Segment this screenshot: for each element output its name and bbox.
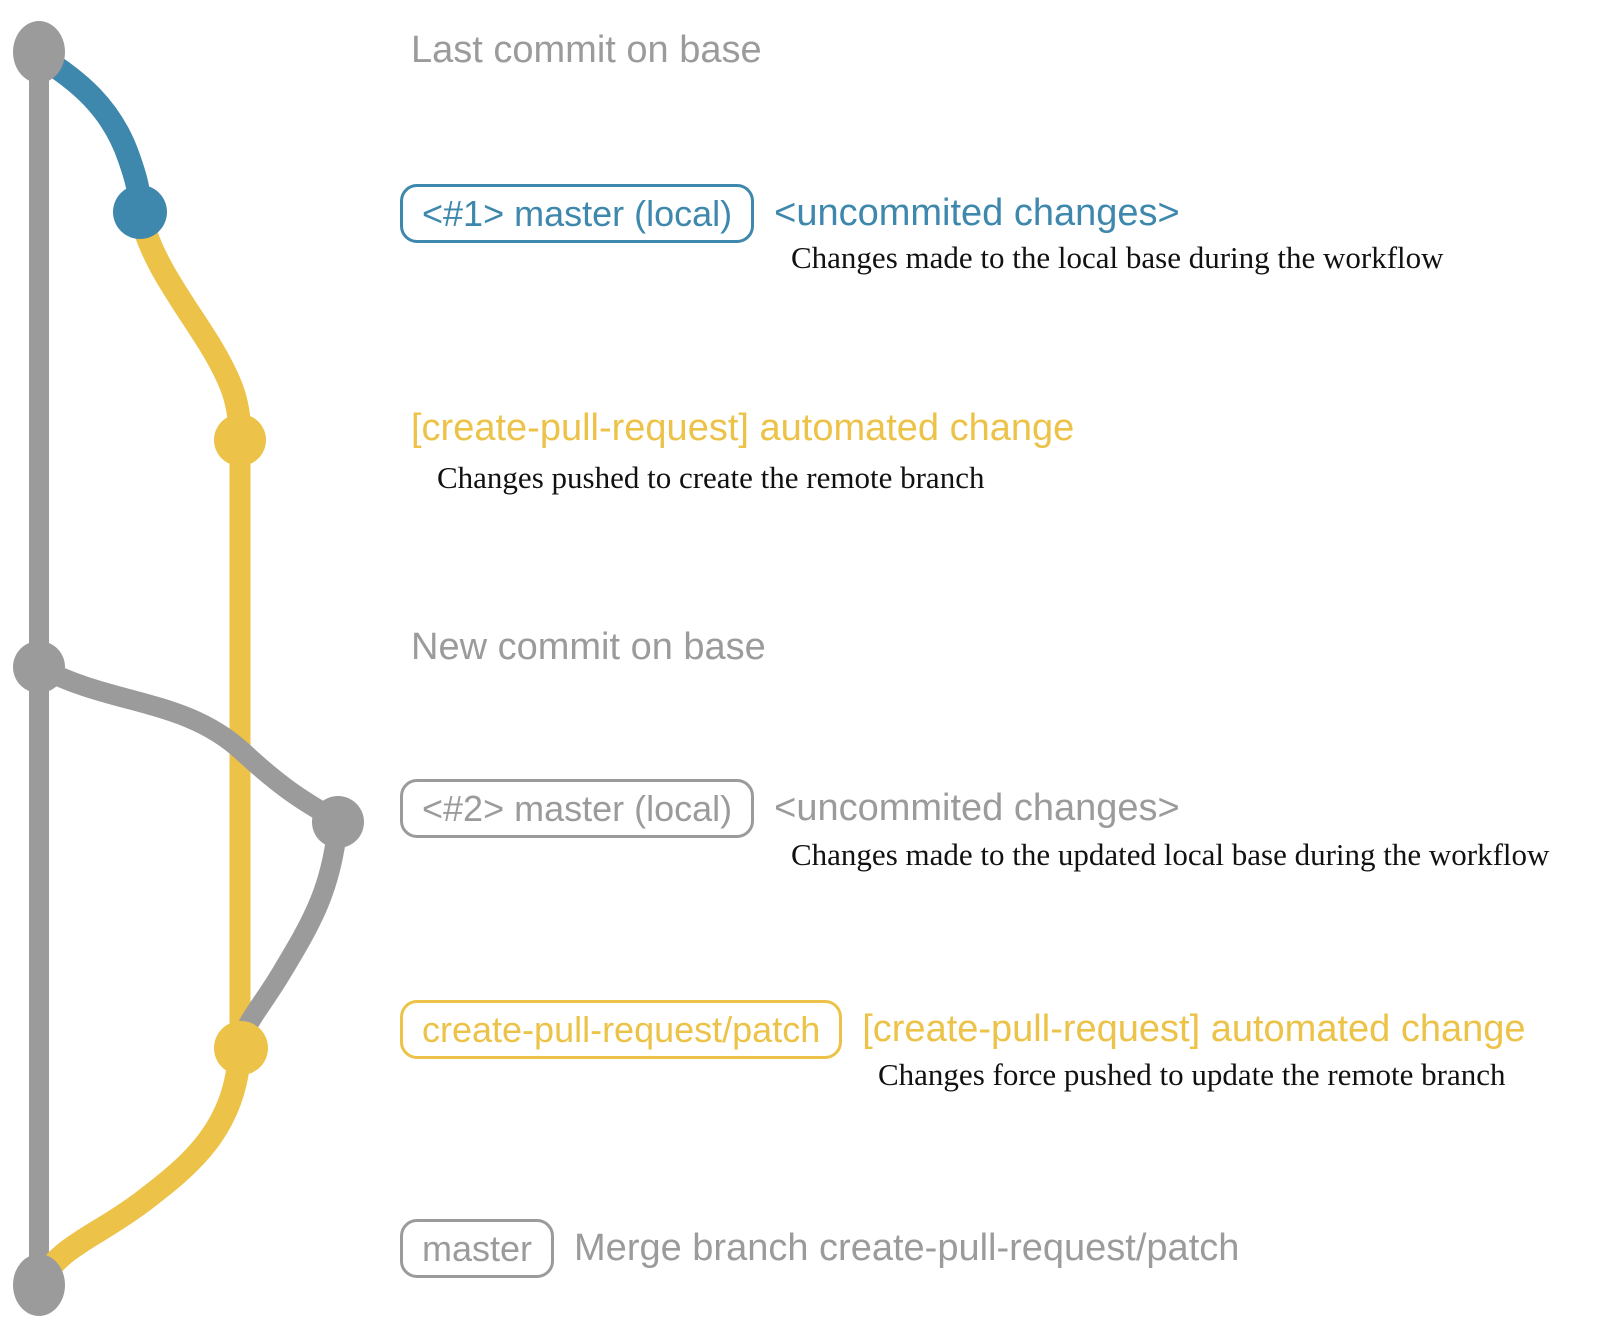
commit-dot-last-base — [13, 21, 65, 83]
gray-branch-curve-2 — [231, 812, 348, 1056]
merge-message: Merge branch create-pull-request/patch — [574, 1226, 1240, 1269]
blue-branch-curve — [27, 44, 152, 224]
gray-branch-curve-1 — [29, 657, 348, 832]
commit-dot-local-2 — [312, 796, 364, 848]
push2-caption: Changes force pushed to update the remot… — [878, 1057, 1506, 1092]
new-commit-message: New commit on base — [411, 626, 766, 668]
commit-dot-new-base — [13, 641, 65, 693]
push1-annotation: [create-pull-request] automated change — [411, 407, 1075, 449]
commit1-row: <#1> master (local) <uncommited changes> — [400, 184, 1180, 244]
commit-dot-push-2 — [214, 1021, 268, 1075]
commit2-caption: Changes made to the updated local base d… — [791, 837, 1550, 872]
push1-caption: Changes pushed to create the remote bran… — [437, 460, 985, 495]
push2-branch-badge: create-pull-request/patch — [400, 1000, 843, 1060]
merge-row: master Merge branch create-pull-request/… — [400, 1219, 1240, 1279]
yellow-branch-curve-2 — [29, 1036, 252, 1294]
commit-dot-local-1 — [113, 185, 167, 239]
commit1-branch-badge: <#1> master (local) — [400, 184, 755, 244]
commit2-branch-badge: <#2> master (local) — [400, 779, 755, 839]
commit-dot-push-1 — [214, 414, 266, 466]
commit2-annotation: <uncommited changes> — [774, 786, 1180, 829]
commit2-row: <#2> master (local) <uncommited changes> — [400, 779, 1180, 839]
push2-annotation: [create-pull-request] automated change — [862, 1007, 1526, 1050]
push2-row: create-pull-request/patch [create-pull-r… — [400, 1000, 1526, 1060]
commit-dot-merge — [13, 1254, 65, 1316]
commit1-annotation: <uncommited changes> — [774, 191, 1180, 234]
yellow-branch-curve-1 — [128, 200, 252, 450]
merge-branch-badge: master — [400, 1219, 555, 1279]
commit1-caption: Changes made to the local base during th… — [791, 240, 1444, 275]
last-commit-message: Last commit on base — [411, 29, 762, 71]
